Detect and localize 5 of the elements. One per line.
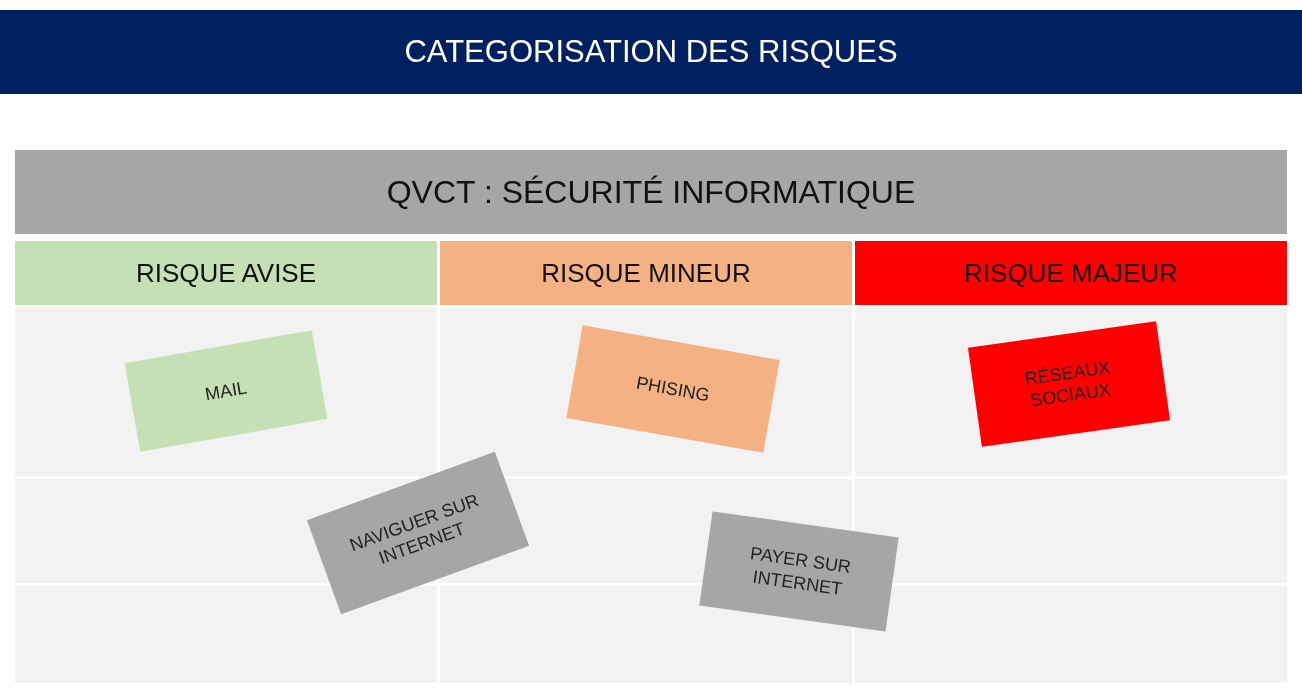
board-header: QVCT : SÉCURITÉ INFORMATIQUE: [15, 150, 1287, 234]
column-header: RISQUE MINEUR: [440, 241, 852, 305]
column-header: RISQUE AVISE: [15, 241, 437, 305]
column-header: RISQUE MAJEUR: [855, 241, 1287, 305]
title-banner: CATEGORISATION DES RISQUES: [0, 10, 1302, 94]
